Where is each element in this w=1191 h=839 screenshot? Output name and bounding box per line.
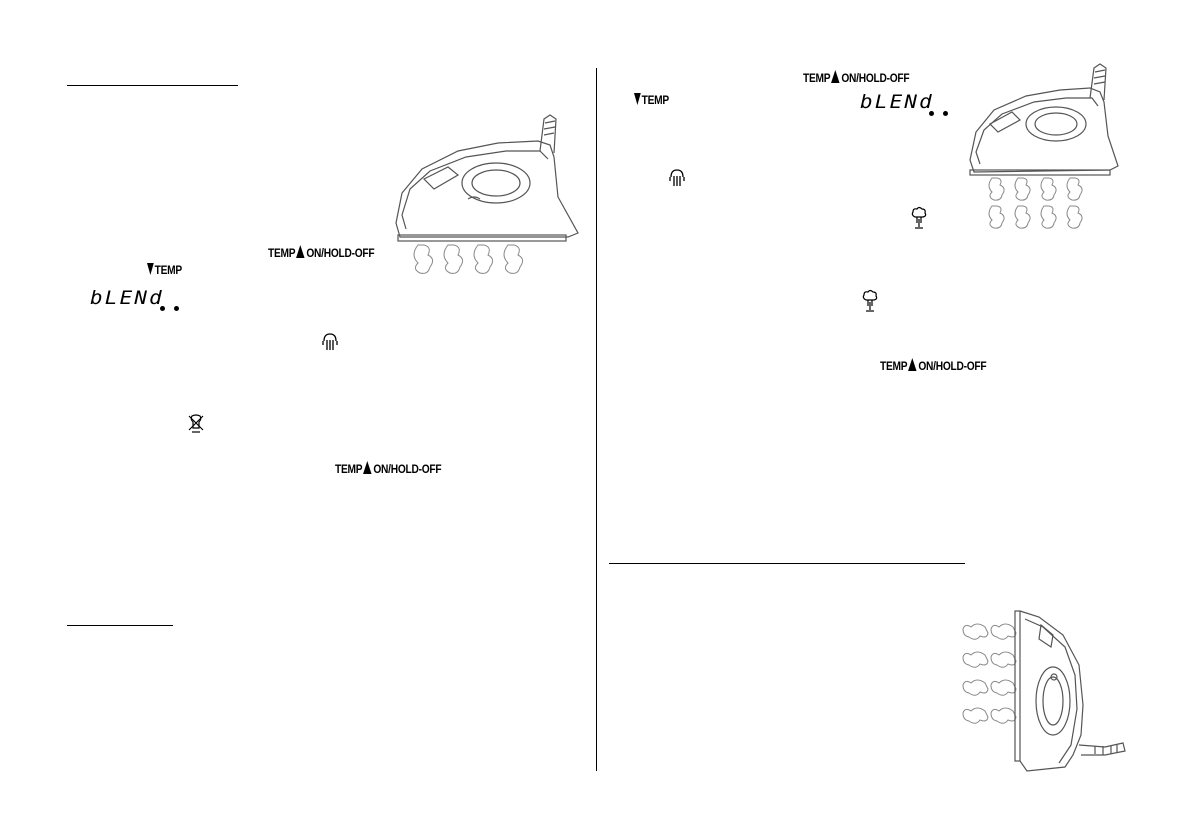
- triangle-up-icon: [363, 461, 372, 474]
- steam-icon: [322, 333, 338, 350]
- iron-vertical-steam-illustration: [962, 610, 1126, 772]
- triangle-down-icon: [147, 263, 154, 275]
- iron-illustration: [395, 114, 579, 274]
- no-steam-icon: [188, 414, 204, 433]
- steam-icon-2: [669, 169, 685, 186]
- triangle-up-icon: [296, 245, 305, 258]
- lcd-dots: [160, 298, 188, 316]
- shot-steam-icon: [911, 206, 927, 229]
- section-heading-underline: [67, 85, 238, 86]
- triangle-down-icon: [634, 93, 641, 105]
- section-heading-underline-3: [609, 563, 965, 564]
- triangle-up-icon: [908, 358, 917, 371]
- temp-down-label-2: TEMP: [634, 93, 669, 107]
- shot-steam-icon-2: [862, 289, 878, 312]
- section-heading-underline-2: [67, 625, 173, 626]
- iron-illustration-2: [969, 63, 1119, 229]
- lcd-dots-2: [929, 103, 957, 121]
- lcd-display-blend: bLENd: [90, 287, 164, 309]
- temp-down-label: TEMP: [147, 263, 182, 277]
- column-divider: [596, 68, 597, 771]
- triangle-up-icon: [831, 70, 840, 83]
- lcd-display-blend-2: bLENd: [860, 91, 934, 113]
